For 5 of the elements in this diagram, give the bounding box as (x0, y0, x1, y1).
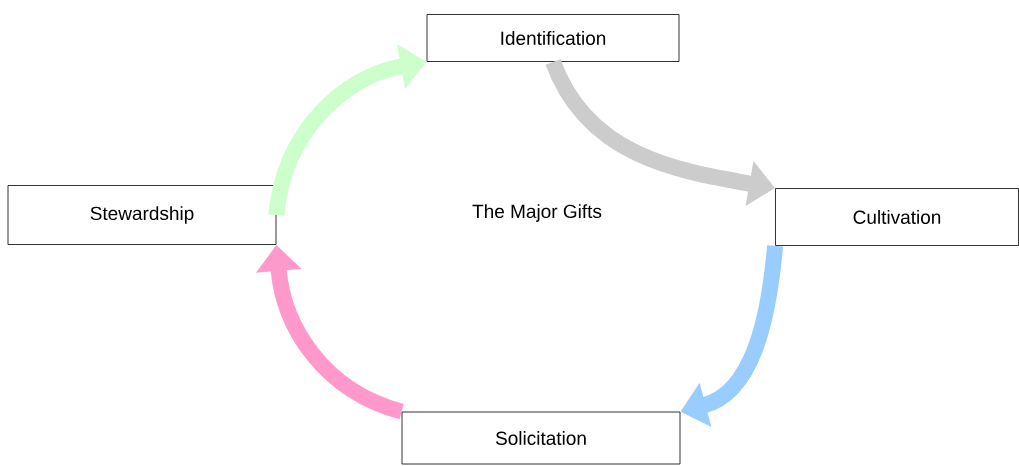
stage-box: Stewardship (7, 185, 277, 245)
stage-box: Solicitation (401, 411, 681, 465)
center-label: The Major Gifts (472, 204, 602, 222)
stage-box: Cultivation (775, 188, 1019, 246)
stage-box: Identification (426, 14, 680, 62)
